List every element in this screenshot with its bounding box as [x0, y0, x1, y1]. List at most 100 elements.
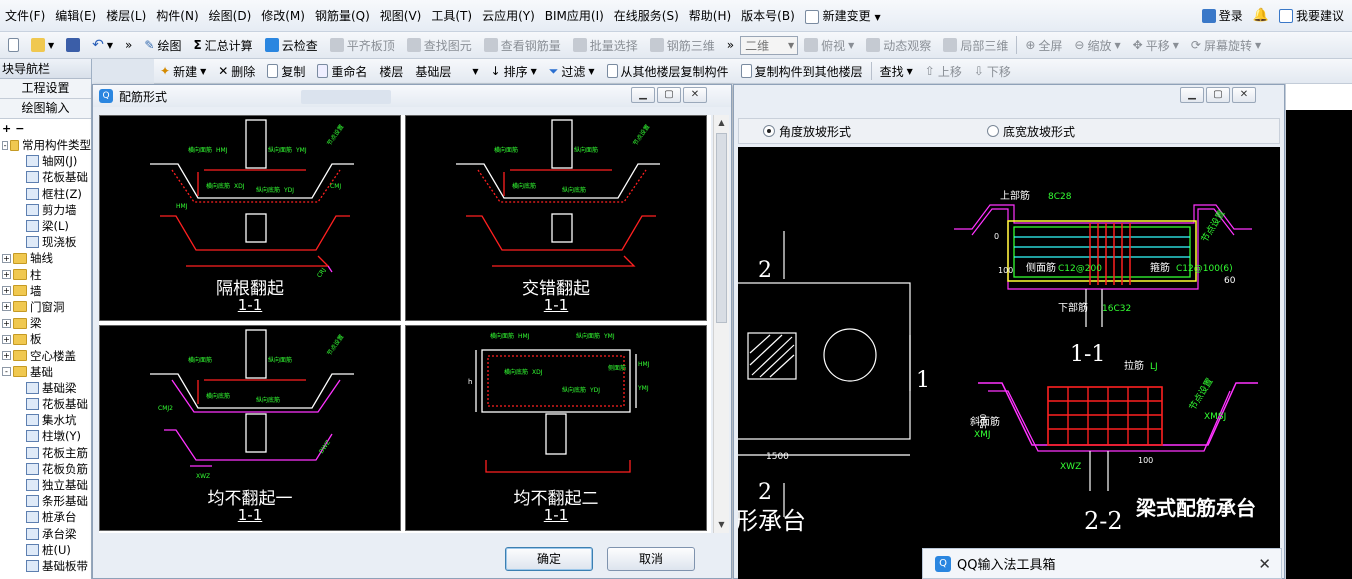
- menu-edit[interactable]: 编辑(E): [55, 9, 97, 23]
- menu-floor[interactable]: 楼层(L): [106, 9, 147, 23]
- collapse-icon[interactable]: -: [2, 140, 9, 150]
- menu-cloud[interactable]: 云应用(Y): [482, 9, 535, 23]
- collapse-all-icon[interactable]: −: [15, 121, 25, 135]
- expand-icon[interactable]: +: [2, 334, 11, 344]
- ok-button[interactable]: 确定: [505, 547, 593, 571]
- menu-bim[interactable]: BIM应用(I): [544, 9, 604, 23]
- option-card-3[interactable]: 横向面筋 纵向面筋 横向底筋 纵向底筋 节点设置 CMJ2 XWZ DWZ 均不…: [99, 325, 401, 531]
- find-element-button[interactable]: 查找图元: [401, 34, 478, 56]
- move-down-button[interactable]: ⇩下移: [968, 60, 1017, 82]
- tree-item[interactable]: 基础板带: [0, 558, 91, 574]
- tree-item[interactable]: +板: [0, 331, 91, 347]
- tree-item[interactable]: 承台梁: [0, 526, 91, 542]
- option-card-2[interactable]: 横向面筋 纵向面筋 横向底筋 纵向底筋 节点设置 交错翻起 1-1: [405, 115, 707, 321]
- minimize-icon[interactable]: ▁: [1180, 87, 1204, 103]
- tree-item[interactable]: 花板负筋: [0, 461, 91, 477]
- menu-online[interactable]: 在线服务(S): [613, 9, 679, 23]
- batch-select-button[interactable]: 批量选择: [567, 34, 644, 56]
- draw-button[interactable]: ✎绘图: [138, 34, 187, 56]
- tab-project-settings[interactable]: 工程设置: [0, 79, 91, 99]
- tree-item[interactable]: 轴网(J): [0, 153, 91, 169]
- menu-view[interactable]: 视图(V): [379, 9, 422, 23]
- save-button[interactable]: [60, 34, 86, 56]
- new-component-button[interactable]: ✦新建▼: [160, 64, 207, 79]
- dynamic-view-button[interactable]: 动态观察: [860, 34, 937, 56]
- zoom-button[interactable]: ⊖缩放▼: [1074, 38, 1121, 53]
- tree-item[interactable]: 梁(L): [0, 218, 91, 234]
- copy-to-floor-button[interactable]: 复制构件到其他楼层: [735, 60, 869, 82]
- close-icon[interactable]: ✕: [683, 87, 707, 103]
- cancel-button[interactable]: 取消: [607, 547, 695, 571]
- expand-icon[interactable]: +: [2, 318, 11, 328]
- expand-icon[interactable]: +: [2, 253, 11, 263]
- dialog-scrollbar[interactable]: ▲ ▼: [713, 115, 729, 533]
- option-card-1[interactable]: 横向面筋 HMJ 纵向面筋 YMJ 横向底筋 XDJ 纵向底筋 YDJ 节点设置…: [99, 115, 401, 321]
- new-file-button[interactable]: [2, 34, 25, 56]
- tree-item[interactable]: +空心楼盖: [0, 347, 91, 363]
- login-button[interactable]: 登录: [1201, 7, 1243, 24]
- expand-icon[interactable]: +: [2, 270, 11, 280]
- menu-new-change[interactable]: 新建变更 ▼: [800, 7, 886, 24]
- tree-item[interactable]: +墙: [0, 283, 91, 299]
- menu-version[interactable]: 版本号(B): [741, 9, 795, 23]
- scroll-down-icon[interactable]: ▼: [718, 520, 725, 529]
- expand-all-icon[interactable]: +: [2, 121, 12, 135]
- scroll-thumb[interactable]: [716, 133, 727, 323]
- expand-icon[interactable]: +: [2, 351, 11, 361]
- copy-button[interactable]: 复制: [261, 60, 311, 82]
- cloud-check-button[interactable]: 云检查: [259, 34, 324, 56]
- minimize-icon[interactable]: ▁: [631, 87, 655, 103]
- radio-angle-slope[interactable]: 角度放坡形式: [763, 123, 851, 140]
- tree-item[interactable]: 柱墩(Y): [0, 428, 91, 444]
- undo-button[interactable]: ↶▼: [92, 37, 114, 53]
- top-view-button[interactable]: 俯视▼: [798, 34, 860, 56]
- menu-help[interactable]: 帮助(H): [688, 9, 732, 23]
- radio-width-slope[interactable]: 底宽放坡形式: [987, 123, 1075, 140]
- open-button[interactable]: ▼: [25, 34, 60, 56]
- copy-from-floor-button[interactable]: 从其他楼层复制构件: [601, 60, 735, 82]
- tree-item[interactable]: 花板基础: [0, 396, 91, 412]
- tree-item[interactable]: +梁: [0, 315, 91, 331]
- tree-item[interactable]: 独立基础: [0, 477, 91, 493]
- menu-rebar[interactable]: 钢筋量(Q): [314, 9, 370, 23]
- menu-tools[interactable]: 工具(T): [431, 9, 473, 23]
- tree-item[interactable]: 花板基础: [0, 169, 91, 185]
- tree-item[interactable]: 花板主筋: [0, 445, 91, 461]
- rotate-button[interactable]: ⟳屏幕旋转▼: [1190, 38, 1262, 53]
- tree-item[interactable]: +门窗洞: [0, 299, 91, 315]
- find-button[interactable]: 查找▼: [879, 64, 913, 79]
- move-up-button[interactable]: ⇧上移: [919, 60, 968, 82]
- flush-slab-button[interactable]: 平齐板顶: [324, 34, 401, 56]
- menu-file[interactable]: 文件(F): [5, 9, 46, 23]
- tree-item[interactable]: 桩承台: [0, 509, 91, 525]
- maximize-icon[interactable]: ▢: [657, 87, 681, 103]
- rename-button[interactable]: 重命名: [311, 60, 373, 82]
- local-3d-button[interactable]: 局部三维: [937, 34, 1014, 56]
- option-card-4[interactable]: 横向面筋 HMJ 纵向面筋 YMJ 横向底筋 XDJ 纵向底筋 YDJ 侧面筋 …: [405, 325, 707, 531]
- scroll-up-icon[interactable]: ▲: [718, 118, 725, 127]
- tree-item[interactable]: +轴线: [0, 250, 91, 266]
- rebar-3d-button[interactable]: 钢筋三维: [644, 34, 721, 56]
- menu-component[interactable]: 构件(N): [156, 9, 199, 23]
- suggest-button[interactable]: 我要建议: [1278, 7, 1344, 24]
- maximize-icon[interactable]: ▢: [1206, 87, 1230, 103]
- menu-modify[interactable]: 修改(M): [261, 9, 305, 23]
- floor-select[interactable]: 基础层▼: [409, 60, 484, 82]
- bell-icon[interactable]: 🔔: [1252, 8, 1269, 23]
- tree-item[interactable]: 现浇板: [0, 234, 91, 250]
- filter-button[interactable]: ⏷过滤▼: [548, 63, 595, 79]
- more-icon[interactable]: »: [125, 38, 133, 52]
- tree-item[interactable]: 基础梁: [0, 380, 91, 396]
- sort-button[interactable]: ↓排序▼: [490, 64, 537, 79]
- tree-item[interactable]: 集水坑: [0, 412, 91, 428]
- pan-button[interactable]: ✥平移▼: [1132, 38, 1179, 53]
- tree-item[interactable]: +柱: [0, 267, 91, 283]
- delete-button[interactable]: ✕删除: [212, 60, 261, 82]
- close-icon[interactable]: ✕: [1258, 554, 1271, 573]
- view-mode-combo[interactable]: 二维▼: [740, 35, 799, 55]
- tree-item[interactable]: 剪力墙: [0, 202, 91, 218]
- view-rebar-button[interactable]: 查看钢筋量: [478, 34, 567, 56]
- tree-item[interactable]: -常用构件类型: [0, 137, 91, 153]
- tree-item[interactable]: 框柱(Z): [0, 186, 91, 202]
